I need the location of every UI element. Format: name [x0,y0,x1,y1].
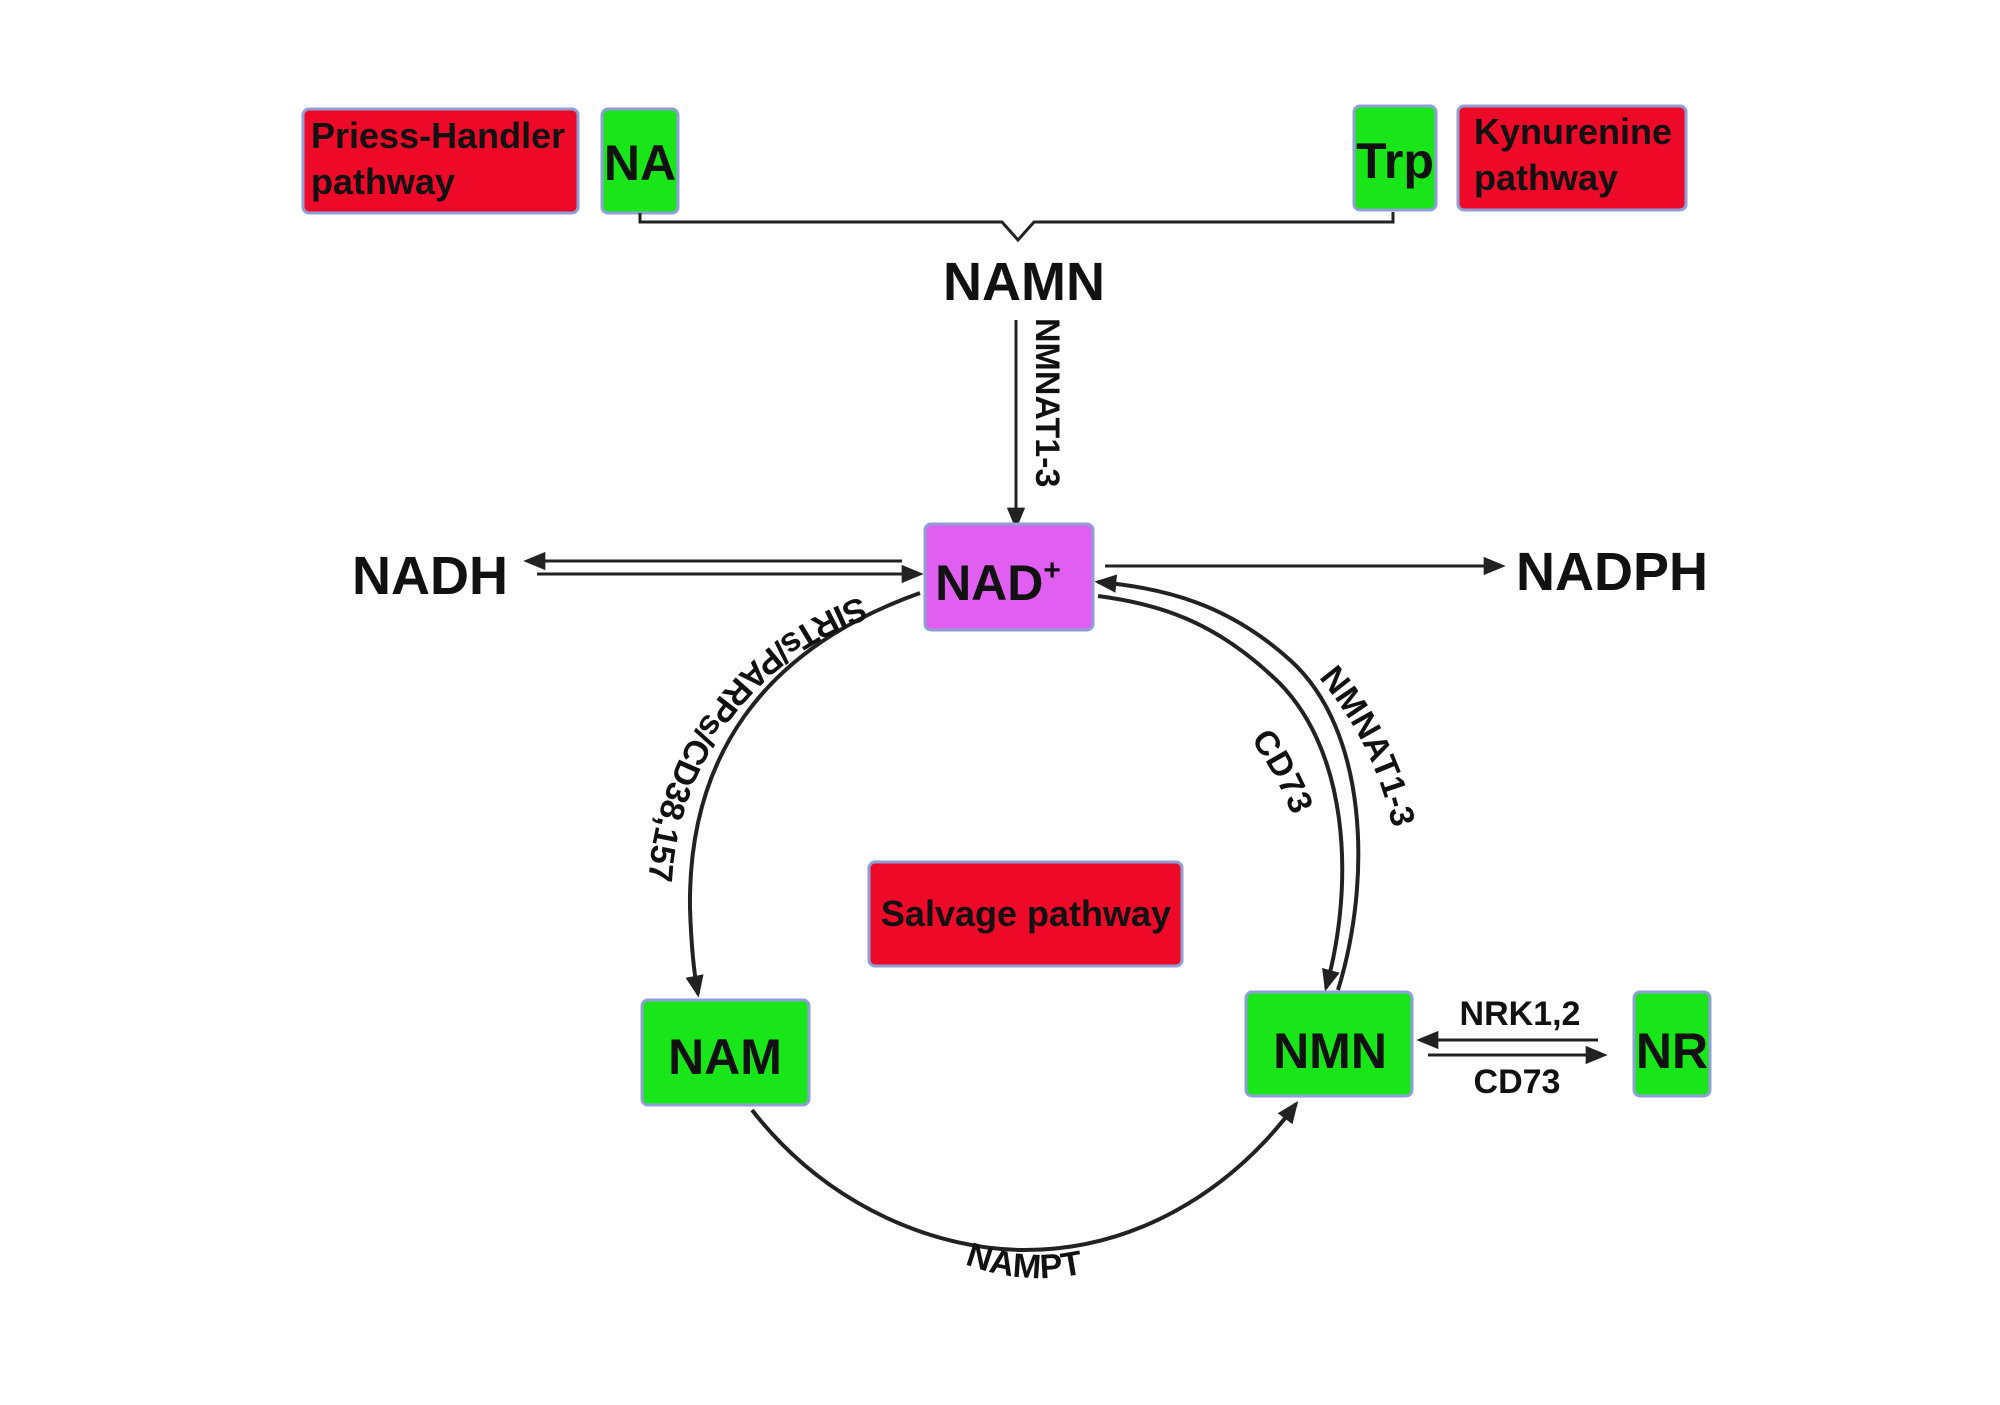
nad-rect [923,522,1095,632]
kynurenine-label-2: pathway [1474,157,1618,198]
nmn-to-nad-enzyme-label: NMNAT1-3 [1312,659,1422,830]
nam-label: NAM [668,1029,782,1085]
preiss-handler-box: Priess-Handler pathway [301,107,580,215]
preiss-handler-label-1: Priess-Handler [311,115,565,156]
nr-label: NR [1636,1023,1708,1079]
preiss-handler-label-2: pathway [311,161,455,202]
nr-rect [1632,990,1712,1098]
nam-to-nmn-arrow [750,1101,1299,1253]
trp-box: Trp [1352,104,1438,212]
nad-text: NAD [935,555,1043,611]
merge-brace [638,212,1395,243]
namn-label: NAMN [943,252,1105,312]
nam-box: NAM [640,998,811,1107]
nmn-label: NMN [1273,1023,1387,1079]
na-box: NA [600,107,680,215]
nad-box: NAD+ [923,522,1095,632]
salvage-rect [867,860,1184,968]
nmn-to-nad-arrow [1094,574,1361,991]
preiss-handler-rect [301,107,580,215]
nr-to-nmn-enzyme-label: NRK1,2 [1460,995,1581,1033]
nad-to-nam-enzyme-text: SIRTs/PARPs/CD38,157 [640,589,871,884]
nad-to-nam-enzyme-label: SIRTs/PARPs/CD38,157 [640,589,871,884]
kynurenine-label-1: Kynurenine [1474,111,1672,152]
nam-to-nmn-enzyme-text: NAMPT [962,1236,1085,1287]
nad-label: NAD+ [935,554,1061,611]
na-label: NA [604,135,676,191]
nad-to-nam-arrow [685,591,921,998]
namn-nmnat-label: NMNAT1-3 [1028,318,1066,487]
nadph-label: NADPH [1516,542,1708,602]
nam-to-nmn-enzyme-label: NAMPT [962,1236,1085,1287]
nad-superscript: + [1043,554,1061,587]
nam-rect [640,998,811,1107]
nmn-to-nr-enzyme-label: CD73 [1474,1063,1561,1101]
nad-to-nmn-enzyme-label: CD73 [1244,722,1320,818]
nr-box: NR [1632,990,1712,1098]
salvage-pathway-box: Salvage pathway [867,860,1184,968]
nadh-label: NADH [352,546,508,606]
salvage-label: Salvage pathway [881,893,1171,934]
nad-to-nmn-arrow [1097,594,1345,992]
trp-rect [1352,104,1438,212]
kynurenine-box: Kynurenine pathway [1456,104,1688,212]
nmn-rect [1244,990,1414,1098]
trp-label: Trp [1356,133,1434,189]
nmn-box: NMN [1244,990,1414,1098]
nad-to-nmn-enzyme-text: CD73 [1244,722,1320,818]
kynurenine-rect [1456,104,1688,212]
nmn-to-nad-enzyme-text: NMNAT1-3 [1312,659,1422,830]
